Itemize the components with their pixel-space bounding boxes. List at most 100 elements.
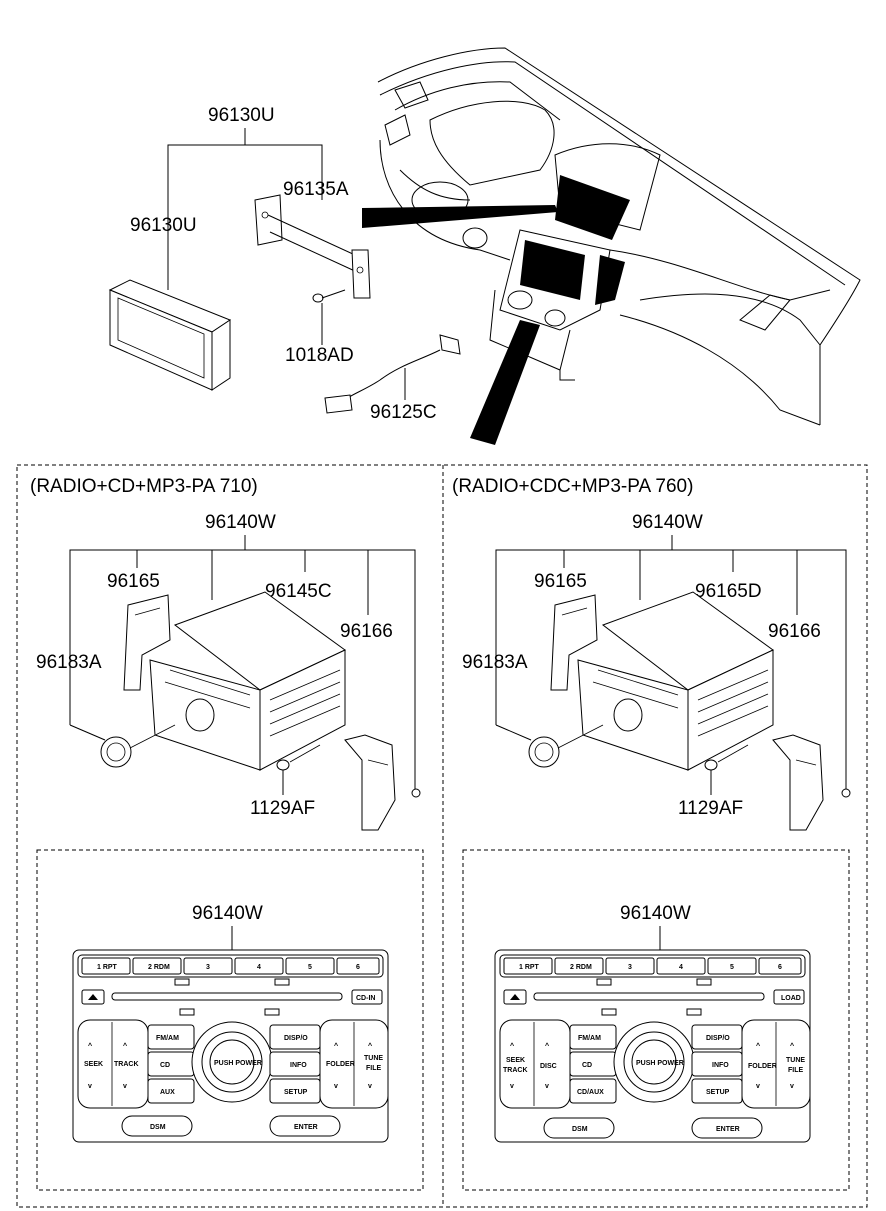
svg-text:^: ^ <box>510 1042 514 1050</box>
label-96130u-top: 96130U <box>208 105 275 126</box>
front-panel-right: 1 RPT 2 RDM 3 4 5 6 LOAD SEEK TRACK DISC… <box>494 949 811 1143</box>
label-96183a-left: 96183A <box>36 652 102 673</box>
label-96165-right: 96165 <box>534 571 587 592</box>
load-label: LOAD <box>781 995 801 1002</box>
cable-96125c <box>324 334 461 414</box>
btn-info-left: INFO <box>290 1062 307 1069</box>
svg-text:^: ^ <box>334 1042 338 1050</box>
preset-5: 5 <box>730 964 734 971</box>
btn-dsm-right: DSM <box>572 1126 588 1133</box>
btn-info-right: INFO <box>712 1062 729 1069</box>
label-96165d: 96165D <box>695 581 762 602</box>
preset-6: 6 <box>356 964 360 971</box>
bracket-96166-left <box>344 734 396 831</box>
label-96183a-right: 96183A <box>462 652 528 673</box>
section-left: (RADIO+CD+MP3-PA 710) 96140W 96165 96145… <box>30 476 424 1191</box>
btn-setup-left: SETUP <box>284 1089 308 1096</box>
panel-frame-right <box>462 849 850 1191</box>
knob-96183a-left <box>69 724 176 768</box>
radio-unit-right <box>577 591 774 771</box>
btn-setup-right: SETUP <box>706 1089 730 1096</box>
btn-seek-left: SEEK <box>84 1061 103 1068</box>
btn-file-left: FILE <box>366 1065 381 1072</box>
cd-in-label: CD-IN <box>356 995 375 1002</box>
btn-knob-right: PUSH POWER <box>636 1060 684 1067</box>
svg-text:v: v <box>123 1083 127 1090</box>
label-96165-left: 96165 <box>107 571 160 592</box>
btn-dispo-left: DISP/O <box>284 1035 308 1042</box>
btn-enter-right: ENTER <box>716 1126 740 1133</box>
btn-disc-right: DISC <box>540 1063 557 1070</box>
knob-96183a-right <box>495 724 604 768</box>
label-96135a: 96135A <box>283 179 349 200</box>
label-1129af-right: 1129AF <box>678 798 743 819</box>
bracket-96165-right <box>550 594 598 691</box>
screw-1129af-right <box>704 744 851 798</box>
label-96125c: 96125C <box>370 402 437 423</box>
display-unit-96130u <box>108 279 232 391</box>
preset-buttons-left: 1 RPT 2 RDM 3 4 5 6 <box>81 957 380 975</box>
eject-icon-left <box>88 994 98 1000</box>
label-1129af-left: 1129AF <box>250 798 315 819</box>
svg-text:^: ^ <box>368 1042 372 1050</box>
label-96140w-right: 96140W <box>632 512 703 533</box>
eject-icon-right <box>510 994 520 1000</box>
btn-track-left: TRACK <box>114 1061 139 1068</box>
btn-folder-left: FOLDER <box>326 1061 355 1068</box>
btn-seek-right: SEEK <box>506 1057 525 1064</box>
btn-file-right: FILE <box>788 1067 803 1074</box>
section-right: (RADIO+CDC+MP3-PA 760) 96140W 96165 9616… <box>452 476 851 1191</box>
label-96140w-left: 96140W <box>205 512 276 533</box>
btn-track-right: TRACK <box>503 1067 528 1074</box>
screw-1018ad <box>312 289 346 345</box>
screw-1129af-left <box>276 744 421 798</box>
preset-1: 1 RPT <box>519 964 540 971</box>
preset-2: 2 RDM <box>570 964 592 971</box>
svg-text:^: ^ <box>756 1042 760 1050</box>
preset-3: 3 <box>628 964 632 971</box>
btn-cdaux-right: CD/AUX <box>577 1089 604 1096</box>
svg-text:v: v <box>545 1083 549 1090</box>
dashboard-sketch <box>362 47 861 445</box>
svg-text:v: v <box>756 1083 760 1090</box>
panel-frame-left <box>36 849 424 1191</box>
preset-buttons-right: 1 RPT 2 RDM 3 4 5 6 <box>503 957 802 975</box>
btn-folder-right: FOLDER <box>748 1063 777 1070</box>
svg-text:^: ^ <box>545 1042 549 1050</box>
preset-3: 3 <box>206 964 210 971</box>
btn-dsm-left: DSM <box>150 1124 166 1131</box>
label-96145c: 96145C <box>265 581 332 602</box>
bracket-96166-right <box>772 734 824 831</box>
btn-aux-left: AUX <box>160 1089 175 1096</box>
btn-tune-left: TUNE <box>364 1055 383 1062</box>
svg-text:^: ^ <box>123 1042 127 1050</box>
btn-fmam-right: FM/AM <box>578 1035 601 1042</box>
preset-1: 1 RPT <box>97 964 118 971</box>
top-assembly: 96130U 96130U 96135A 1018AD <box>108 47 861 445</box>
btn-cd-right: CD <box>582 1062 592 1069</box>
btn-knob-left: PUSH POWER <box>214 1060 262 1067</box>
frame-outer <box>16 464 868 1208</box>
svg-text:^: ^ <box>88 1042 92 1050</box>
preset-4: 4 <box>679 964 683 971</box>
svg-text:^: ^ <box>790 1042 794 1050</box>
svg-text:v: v <box>88 1083 92 1090</box>
preset-6: 6 <box>778 964 782 971</box>
btn-fmam-left: FM/AM <box>156 1035 179 1042</box>
preset-5: 5 <box>308 964 312 971</box>
svg-text:v: v <box>510 1083 514 1090</box>
label-96130u: 96130U <box>130 215 197 236</box>
btn-enter-left: ENTER <box>294 1124 318 1131</box>
section-title-left: (RADIO+CD+MP3-PA 710) <box>30 476 258 497</box>
svg-text:v: v <box>334 1083 338 1090</box>
bracket-96165-left <box>123 594 171 691</box>
preset-4: 4 <box>257 964 261 971</box>
label-96166-right: 96166 <box>768 621 821 642</box>
btn-tune-right: TUNE <box>786 1057 805 1064</box>
front-panel-left: 1 RPT 2 RDM 3 4 5 6 CD-IN SEEK TRACK ^ v <box>72 949 389 1143</box>
label-1018ad: 1018AD <box>285 345 354 366</box>
svg-text:v: v <box>790 1083 794 1090</box>
bracket-96135a <box>254 194 371 299</box>
btn-dispo-right: DISP/O <box>706 1035 730 1042</box>
